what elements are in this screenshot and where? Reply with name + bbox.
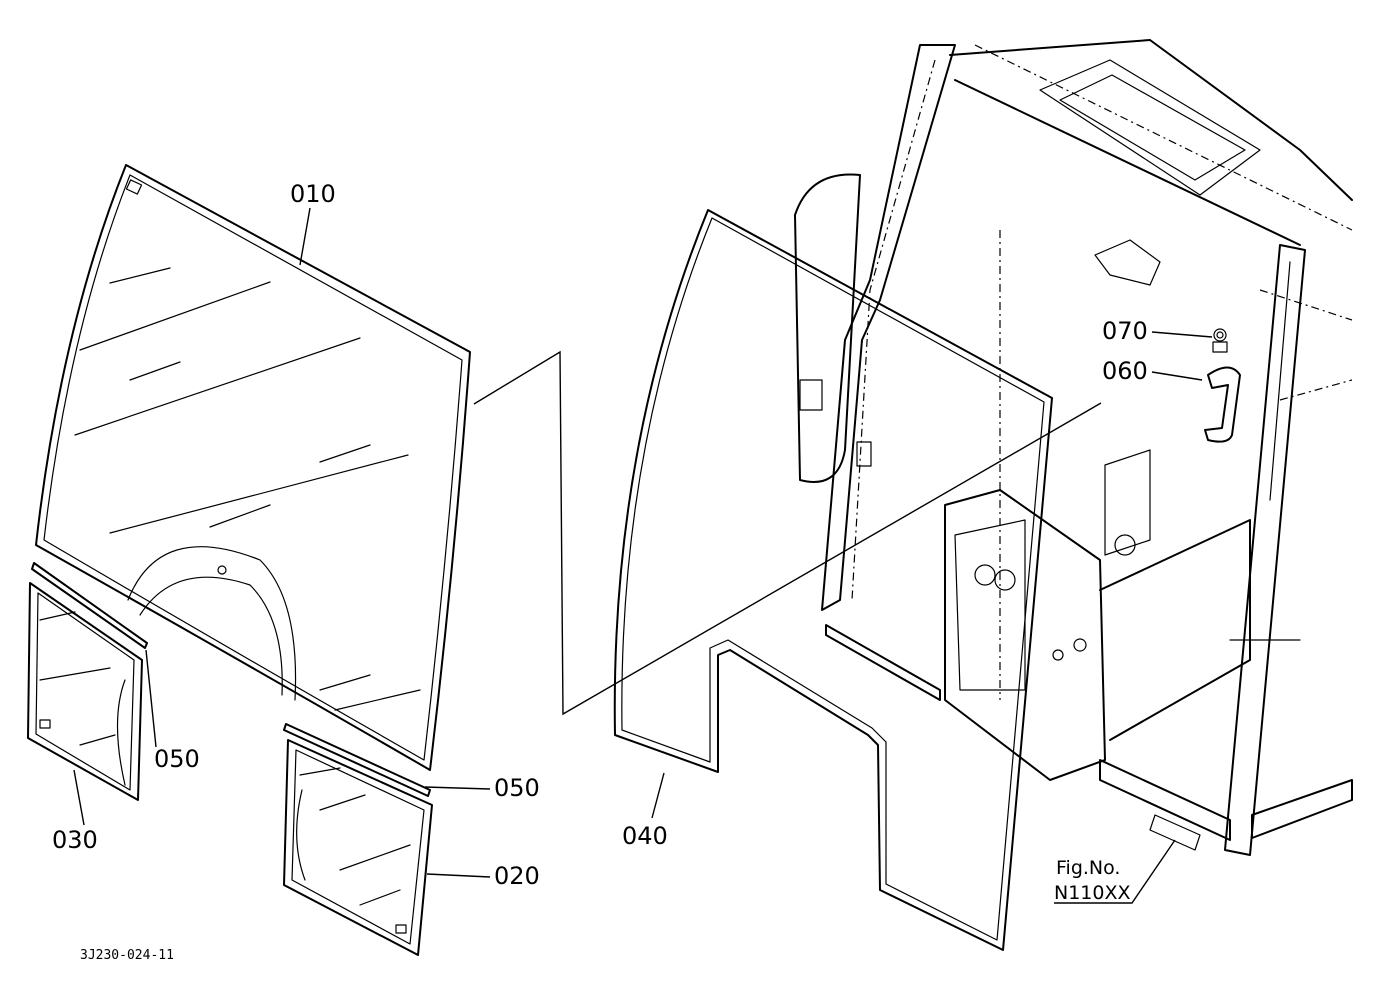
seal-strip-050-right[interactable]	[283, 723, 431, 797]
callout-040: 040	[622, 822, 668, 850]
cab-frame	[794, 39, 1353, 856]
weather-seal-040[interactable]	[613, 209, 1053, 951]
drawing-code: 3J230-024-11	[80, 948, 174, 963]
callout-070: 070	[1102, 317, 1148, 345]
lower-glass-030[interactable]	[27, 582, 143, 801]
callout-010: 010	[290, 180, 336, 208]
callout-050-right: 050	[494, 774, 540, 802]
figure-number: N110XX	[1054, 882, 1131, 904]
callout-leaders	[73, 207, 1213, 904]
callout-050-left: 050	[154, 745, 200, 773]
grab-handle-060[interactable]	[1204, 366, 1241, 443]
seal-strip-050-left[interactable]	[31, 562, 148, 649]
callout-020: 020	[494, 862, 540, 890]
callout-060: 060	[1102, 357, 1148, 385]
lower-glass-020[interactable]	[283, 739, 433, 956]
windshield-glass-010[interactable]	[35, 164, 471, 771]
callout-030: 030	[52, 826, 98, 854]
bolt-070[interactable]	[1212, 328, 1228, 353]
assembly-leader	[473, 350, 1102, 716]
figure-label: Fig.No.	[1056, 857, 1120, 879]
